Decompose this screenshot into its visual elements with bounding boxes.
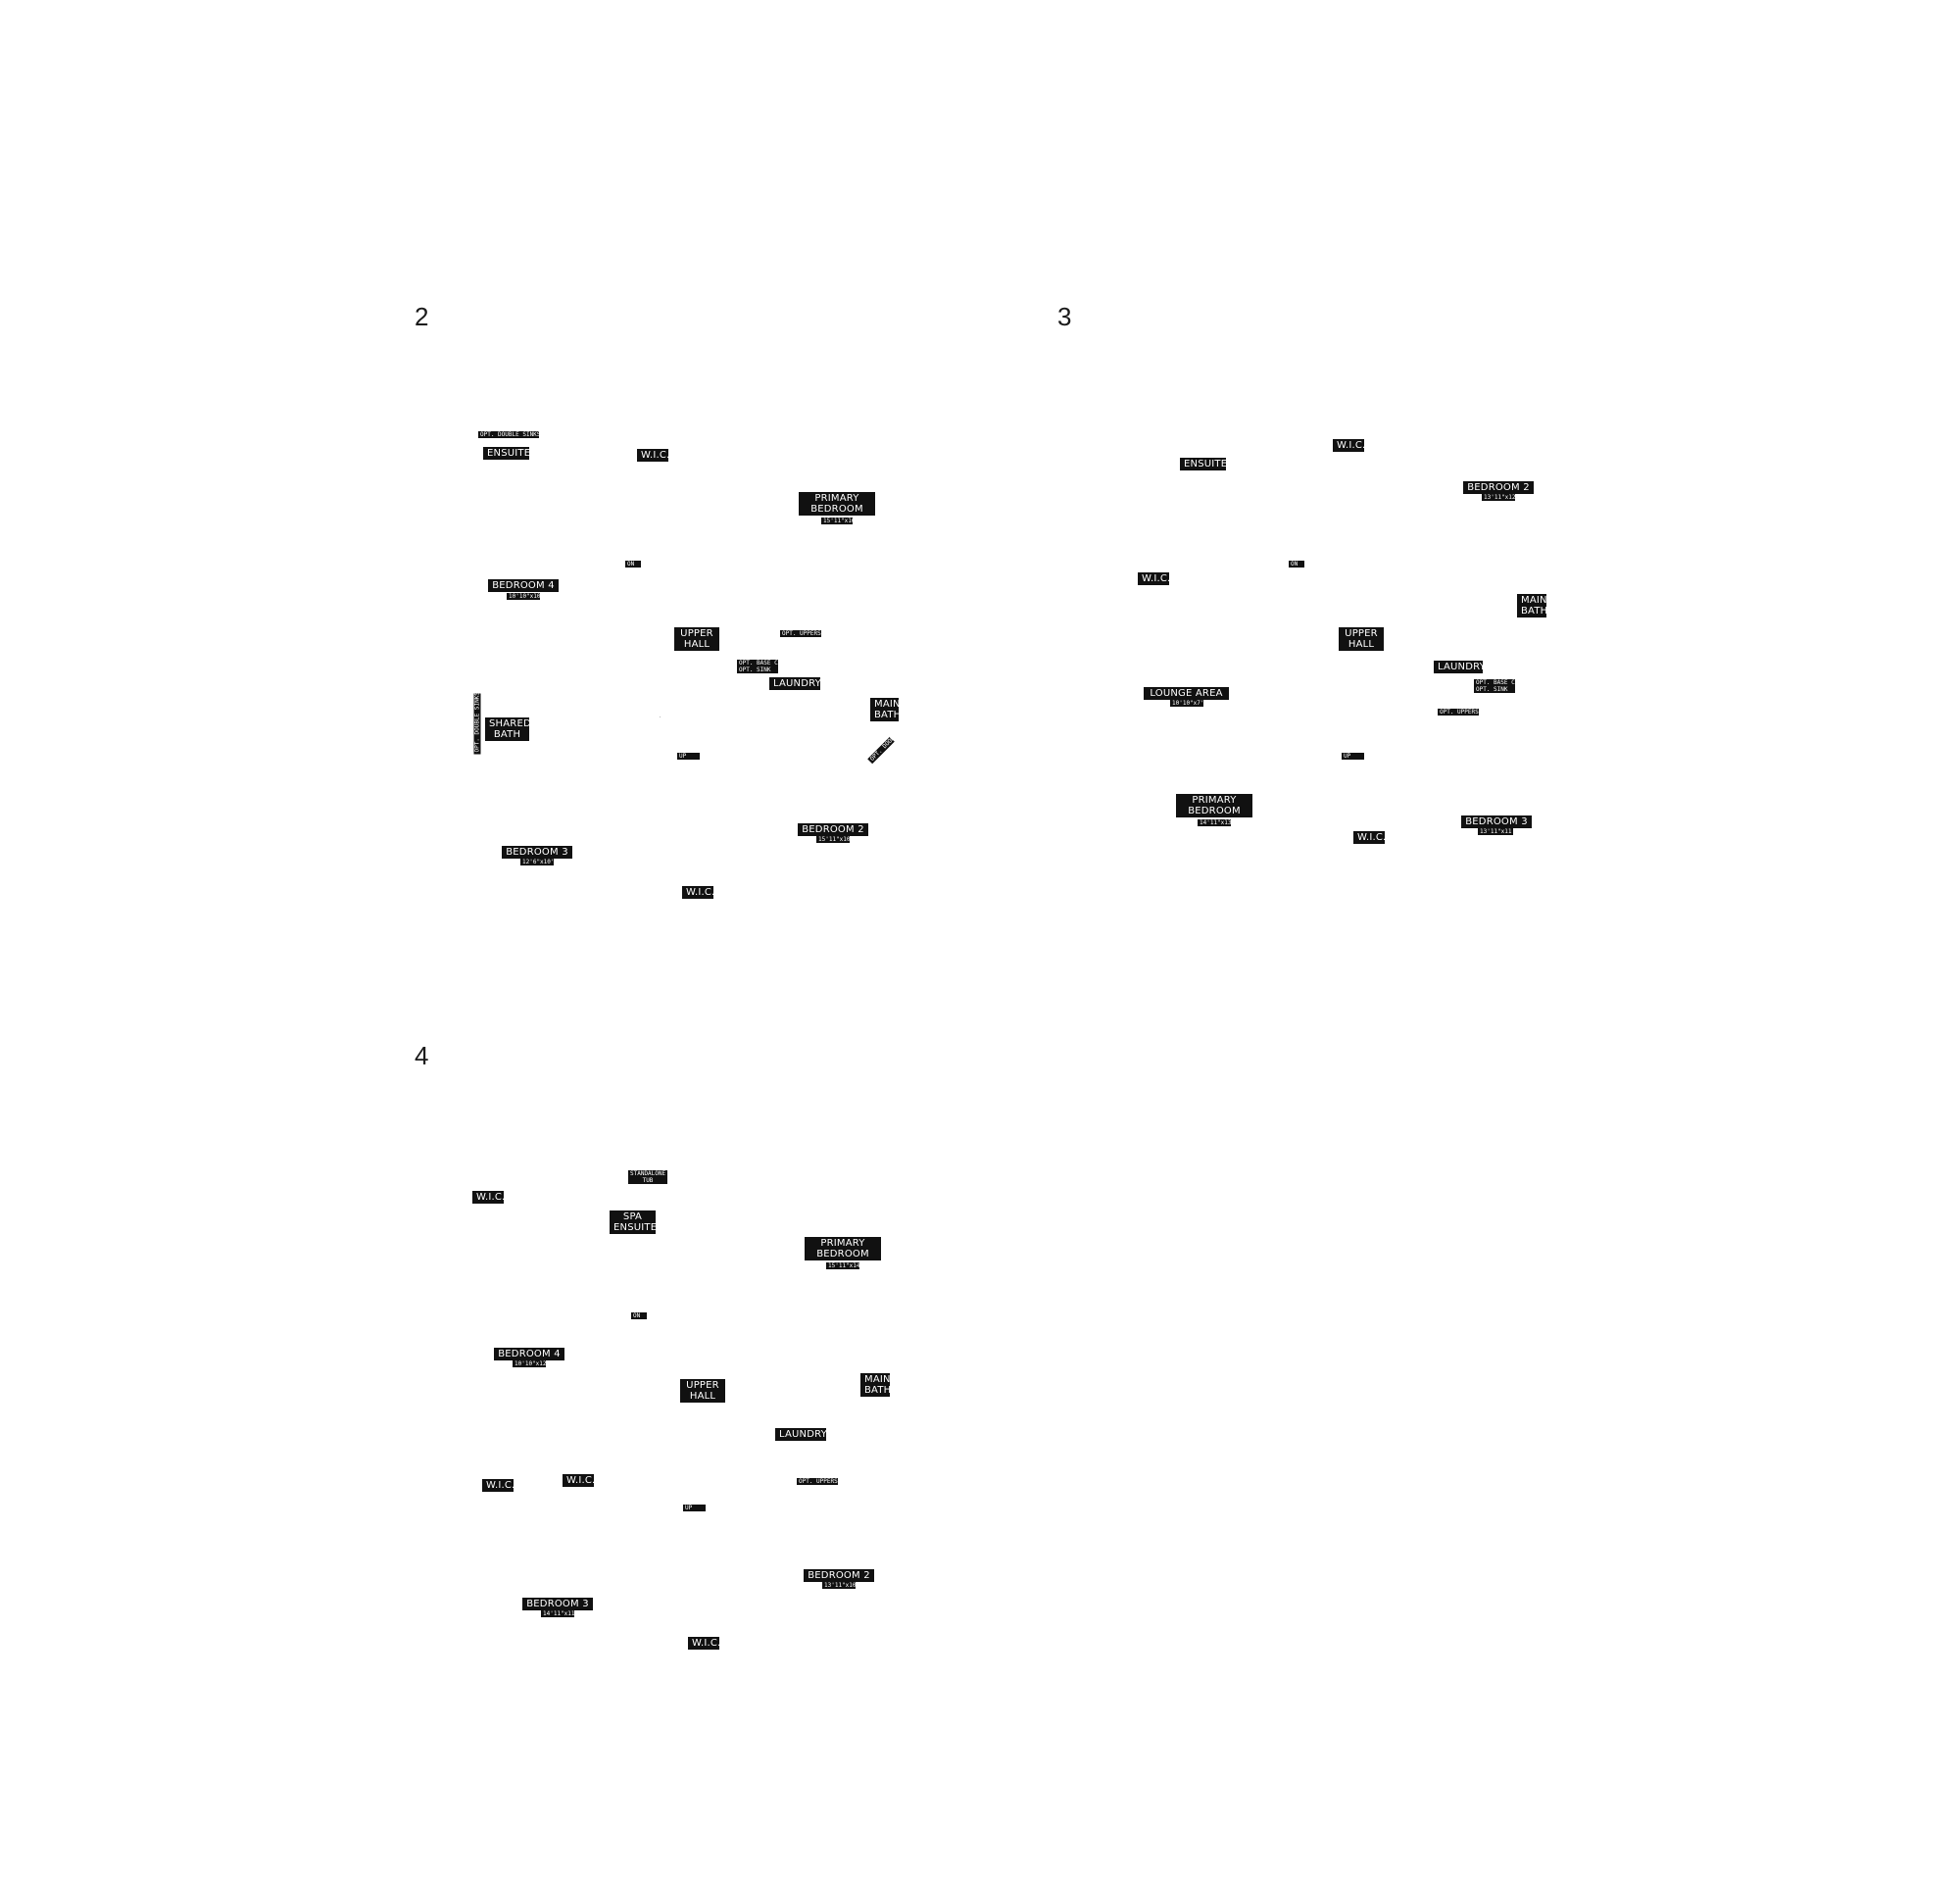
room-label-upper-hall: UPPER HALL: [1339, 627, 1384, 651]
room-label-primary-bedroom: PRIMARY BEDROOM: [1176, 794, 1252, 817]
room-label-laundry: LAUNDRY: [775, 1428, 827, 1441]
on-marker: ON: [625, 561, 641, 568]
opt-uppers-note: OPT. UPPERS: [797, 1478, 838, 1485]
room-dimension: 15'11"x14'6": [826, 1262, 871, 1269]
room-dimension: 15'11"x10'1": [816, 836, 861, 843]
room-dimension: 10'10"x7'0": [1170, 700, 1211, 707]
opt-uppers-note: OPT. UPPERS: [780, 630, 821, 637]
room-label-bedroom-3: BEDROOM 3: [502, 846, 572, 859]
marker-dot: [660, 716, 661, 717]
room-dimension: 13'11"x12'3": [1482, 494, 1527, 501]
room-label-main-bath: MAIN BATH: [870, 698, 901, 721]
room-label-lounge-area: LOUNGE AREA: [1144, 687, 1229, 700]
room-dimension: 13'11"x10'9": [822, 1582, 867, 1589]
room-label-wic: W.I.C.: [563, 1474, 595, 1487]
room-dimension: 12'6"x10'0": [520, 859, 562, 865]
room-label-wic: W.I.C.: [482, 1479, 514, 1492]
room-label-primary-bedroom: PRIMARY BEDROOM: [805, 1237, 881, 1260]
floor-plan-3: 3 W.I.C. ENSUITE BEDROOM 2 13'11"x12'3" …: [1057, 302, 1547, 844]
on-marker: ON: [1289, 561, 1304, 568]
room-label-ensuite: ENSUITE: [1180, 458, 1227, 470]
room-label-bedroom-2: BEDROOM 2: [798, 823, 868, 836]
opt-base-cab-sink-note: OPT. BASE CAB OPT. SINK: [737, 660, 785, 673]
opt-base-cab-sink-note: OPT. BASE CAB OPT. SINK: [1474, 679, 1522, 693]
room-label-wic: W.I.C.: [1333, 439, 1365, 452]
room-dimension: 10'10"x10'9": [507, 593, 552, 600]
room-dimension: 15'11"x16'0": [821, 518, 866, 524]
stair-up-marker: UP: [677, 753, 700, 760]
plan-number: 4: [415, 1041, 429, 1070]
room-label-wic: W.I.C.: [682, 886, 714, 899]
room-label-bedroom-4: BEDROOM 4: [488, 579, 559, 592]
stair-up-marker: UP: [1342, 753, 1364, 760]
room-dimension: 14'11"x13'0": [1198, 819, 1243, 826]
plan-number: 3: [1057, 302, 1072, 331]
room-label-main-bath: MAIN BATH: [860, 1373, 891, 1397]
room-label-wic: W.I.C.: [688, 1637, 720, 1650]
room-label-primary-bedroom: PRIMARY BEDROOM: [799, 492, 875, 516]
standalone-tub-note: STANDALONE TUB: [628, 1170, 667, 1184]
floor-plan-4: 4 STANDALONE TUB W.I.C. SPA ENSUITE PRIM…: [415, 1041, 891, 1650]
room-label-shared-bath: SHARED BATH: [485, 717, 531, 741]
room-label-bedroom-2: BEDROOM 2: [1463, 481, 1534, 494]
opt-uppers-note: OPT. UPPERS: [1438, 709, 1479, 716]
room-dimension: 14'11"x11'5": [541, 1610, 586, 1617]
room-label-laundry: LAUNDRY: [1434, 661, 1486, 673]
room-label-laundry: LAUNDRY: [769, 677, 821, 690]
room-label-bedroom-3: BEDROOM 3: [522, 1598, 593, 1610]
on-marker: ON: [631, 1312, 647, 1319]
room-dimension: 13'11"x11'11": [1478, 828, 1526, 835]
room-label-spa-ensuite: SPA ENSUITE: [610, 1210, 657, 1234]
room-label-upper-hall: UPPER HALL: [680, 1379, 725, 1403]
room-label-wic: W.I.C.: [637, 449, 669, 462]
opt-double-sinks-note: OPT. DOUBLE SINKS: [478, 431, 541, 438]
floor-plan-2: 2 OPT. DOUBLE SINKS ENSUITE W.I.C. PRIMA…: [0, 0, 980, 980]
room-label-wic: W.I.C.: [472, 1191, 505, 1204]
room-label-ensuite: ENSUITE: [483, 447, 530, 460]
stair-up-marker: UP: [683, 1505, 706, 1511]
room-label-upper-hall: UPPER HALL: [674, 627, 719, 651]
plan-number: 2: [415, 302, 429, 331]
room-label-main-bath: MAIN BATH: [1517, 594, 1547, 617]
room-label-wic: W.I.C.: [1353, 831, 1386, 844]
room-label-bedroom-3: BEDROOM 3: [1461, 815, 1532, 828]
room-label-bedroom-2: BEDROOM 2: [804, 1569, 874, 1582]
room-label-wic: W.I.C.: [1138, 572, 1170, 585]
room-dimension: 10'10"x12'8": [513, 1360, 558, 1367]
room-label-bedroom-4: BEDROOM 4: [494, 1348, 564, 1360]
